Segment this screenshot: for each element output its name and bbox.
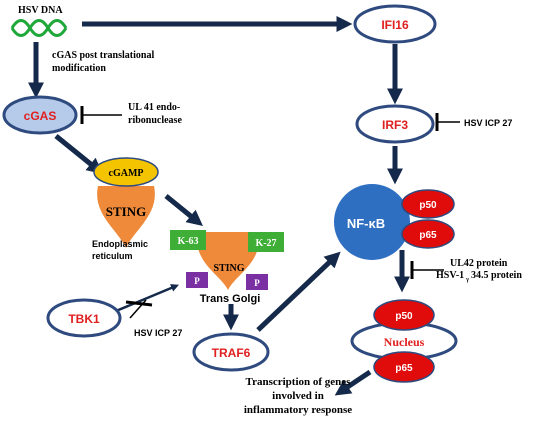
arrow-nucleus-to-transcription [334, 369, 372, 396]
irf3-node: IRF3 [355, 104, 435, 144]
nfkb-p50-label: p50 [419, 200, 437, 211]
ul41-label-line1: UL 41 endo- [128, 102, 180, 113]
nfkb-label: NF-κB [347, 216, 385, 231]
nucleus-p65-shape [373, 351, 435, 383]
inhibit-icp27-tbk1-bar [125, 300, 153, 307]
cgamp-node: cGAMP [93, 157, 159, 187]
nfkb-p65-shape [401, 219, 455, 249]
nucleus-label: Nucleus [384, 335, 425, 349]
sting-golgi-shape [197, 232, 259, 290]
cgas-ptm-label-line1: cGAS post translational [52, 50, 154, 61]
k63-label: K-63 [177, 236, 198, 247]
nucleus-p50-shape [373, 299, 435, 331]
arrow-traf6-to-nfkb [256, 251, 341, 332]
ifi16-label: IFI16 [381, 18, 409, 32]
transcription-label-line3: inflammatory response [244, 404, 352, 416]
transcription-label-line2: involved in [272, 390, 324, 402]
hsv-prefix: HSV-1 [436, 270, 464, 281]
sting-golgi: STING [197, 232, 259, 290]
traf6-label: TRAF6 [212, 346, 251, 360]
cgas-node: cGAS [2, 95, 78, 135]
inhibitions [80, 106, 460, 319]
nucleus-p50-label: p50 [395, 311, 413, 322]
traf6-node: TRAF6 [192, 332, 270, 372]
labels: HSV DNA cGAS post translational modifica… [18, 5, 522, 416]
ul41-label-line2: ribonuclease [128, 115, 182, 126]
phosphate-left: P [186, 272, 208, 288]
sting-er-label: STING [106, 204, 146, 219]
nucleus-complex: Nucleus p50 p65 [350, 299, 458, 383]
er-label-line2: reticulum [92, 251, 133, 261]
hsv-icp27-tbk1-label: HSV ICP 27 [134, 328, 182, 338]
hsv-gamma: γ [465, 277, 469, 283]
sting-golgi-label: STING [213, 263, 244, 274]
nucleus-p65-label: p65 [395, 363, 413, 374]
ul42-label: UL42 protein [450, 258, 508, 269]
dna-helix-icon [10, 19, 68, 37]
nfkb-complex: NF-κB p50 p65 [334, 184, 455, 260]
k27-label: K-27 [255, 238, 276, 249]
trans-golgi-label: Trans Golgi [200, 293, 261, 305]
ifi16-node: IFI16 [353, 4, 437, 44]
phosphate-right-label: P [254, 278, 260, 288]
phosphate-left-label: P [194, 276, 200, 286]
cgas-ptm-label-line2: modification [52, 63, 106, 74]
sting-er: STING [97, 186, 155, 248]
hsv-icp27-irf3-label: HSV ICP 27 [464, 118, 512, 128]
er-label-line1: Endoplasmic [92, 239, 148, 249]
sting-er-shape [97, 186, 155, 248]
nfkb-circle [334, 184, 410, 260]
tbk1-node: TBK1 [46, 298, 122, 338]
nfkb-p50-shape [401, 189, 455, 219]
nfkb-p65-label: p65 [419, 230, 437, 241]
cgamp-label: cGAMP [109, 168, 144, 179]
tbk1-label: TBK1 [68, 312, 100, 326]
transcription-label-line1: Transcription of genes [246, 376, 352, 388]
hsv-dna-label: HSV DNA [18, 5, 63, 16]
k27-box: K-27 [248, 232, 284, 252]
arrow-cgas-to-cgamp [54, 134, 103, 175]
arrow-sting-to-golgi [164, 194, 203, 227]
hsv-suffix: 34.5 protein [471, 270, 522, 281]
phosphate-right: P [246, 274, 268, 290]
irf3-label: IRF3 [382, 118, 408, 132]
cgas-label: cGAS [24, 109, 57, 123]
k63-box: K-63 [170, 230, 206, 250]
